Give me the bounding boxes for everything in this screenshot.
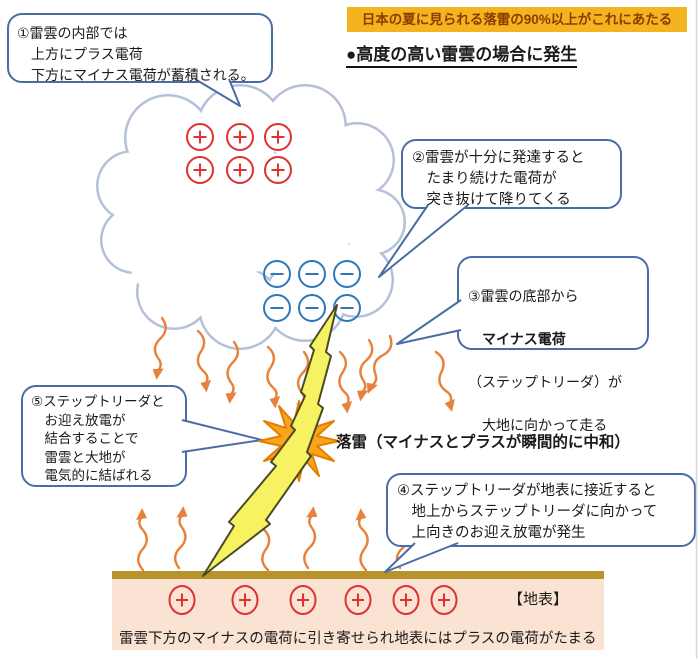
upward-discharge-arrows [134,504,416,572]
callout-3-line3: （ステップトリーダ）が [468,373,622,390]
callout-5-text: ⑤ステップトリーダと お迎え放電が 結合することで 雷雲と大地が 電気的に結ばれ… [31,394,165,484]
discharge-arrow-down-icon [430,349,459,415]
callout-4-text: ④ステップトリーダが地表に接近すると 地上からステップトリーダに向かって 上向き… [397,483,658,541]
summer-lightning-banner: 日本の夏に見られる落雷の90%以上がこれにあたる [347,7,687,32]
callout-2-balloon [378,139,622,278]
discharge-arrow-down-icon [223,340,243,406]
ground-surface-label: 【地表】 [508,591,569,608]
discharge-arrow-down-icon [192,328,214,395]
ground-caption: 雷雲下方のマイナスの電荷に引き寄せられ地表にはプラスの電荷がたまる [119,631,597,647]
discharge-arrow-up-icon [170,504,190,570]
callout-3-line1: ③雷雲の底部から [468,287,579,304]
callout-1-text: ①雷雲の内部では 上方にプラス電荷 下方にマイナス電荷が蓄積される。 [17,25,255,83]
discharge-arrow-up-icon [299,504,320,570]
callout-4-balloon [384,473,696,573]
callout-3-text: ③雷雲の底部から マイナス電荷 （ステップトリーダ）が 大地に向かって走る [468,264,644,458]
strike-label: 落雷（マイナスとプラスが瞬間的に中和） [336,434,630,451]
thundercloud-shape [96,84,406,350]
discharge-arrow-down-icon [361,333,398,398]
high-cloud-subtitle: ●高度の高い雷雲の場合に発生 [346,40,578,68]
callout-3-line4: 大地に向かって走る [468,416,608,433]
discharge-arrow-up-icon [353,506,372,572]
lightning-bolt-icon [202,304,338,577]
discharge-arrow-down-icon [262,345,283,411]
discharge-arrow-down-icon [334,350,355,416]
callout-3-line2: マイナス電荷 [468,330,566,347]
callout-2-text: ②雷雲が十分に発達すると たまり続けた電荷が 突き抜けて降りてくる [412,150,585,208]
callout-1-balloon [7,13,273,107]
callout-3-balloon [396,256,649,350]
discharge-arrow-down-icon [354,338,378,404]
discharge-arrow-up-icon [134,506,149,572]
